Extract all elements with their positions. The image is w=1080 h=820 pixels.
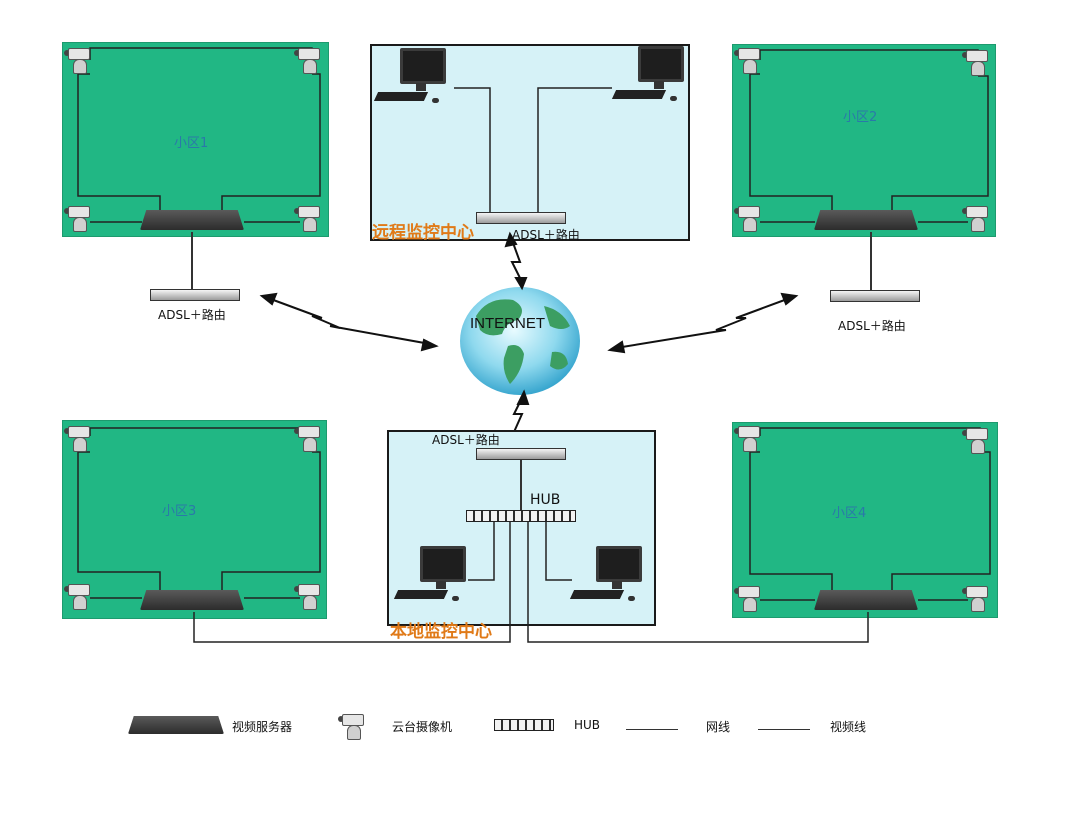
video-server-icon [814,590,918,610]
ptz-camera-icon [294,46,324,74]
ptz-camera-icon [962,584,992,612]
ptz-camera-icon [962,426,992,454]
ptz-camera-icon [294,204,324,232]
legend-video-server-label: 视频服务器 [232,720,293,734]
legend-hub-icon [494,719,554,731]
ptz-camera-icon [962,48,992,76]
cable [870,232,872,290]
legend-network-cable-label: 网线 [706,720,731,734]
local-center-router-label: ADSL＋路由 [432,433,500,447]
ptz-camera-icon [734,584,764,612]
computer-icon [373,48,446,108]
legend-video-server-icon [128,716,224,734]
video-server-icon [814,210,918,230]
zone-1-label: 小区1 [174,136,209,151]
ptz-camera-icon [734,204,764,232]
adsl-router-icon [830,290,920,302]
ptz-camera-icon [64,204,94,232]
legend-ptz-camera-icon [338,712,368,740]
video-server-icon [140,210,244,230]
zone-2-area [732,44,996,237]
remote-center-title: 远程监控中心 [372,223,474,243]
adsl-router-icon [476,212,566,224]
right-router-label: ADSL＋路由 [838,319,906,333]
remote-center-router-label: ADSL＋路由 [512,228,580,242]
zone-4-area [732,422,998,618]
internet-globe-icon [460,287,580,395]
cable [191,232,193,290]
ptz-camera-icon [294,582,324,610]
ptz-camera-icon [294,424,324,452]
computer-icon [569,546,642,606]
legend-hub-label: HUB [574,718,601,732]
ptz-camera-icon [64,46,94,74]
left-router-label: ADSL＋路由 [158,308,226,322]
zone-1-area [62,42,329,237]
zone-2-label: 小区2 [843,110,878,125]
internet-label: INTERNET [470,315,545,332]
legend-video-cable-line [758,729,810,730]
ptz-camera-icon [734,46,764,74]
cable [520,459,522,511]
computer-icon [393,546,466,606]
legend-video-cable-label: 视频线 [830,720,867,734]
ptz-camera-icon [962,204,992,232]
legend-network-cable-line [626,729,678,730]
local-center-title: 本地监控中心 [390,622,492,642]
computer-icon [611,46,684,106]
hub-icon [466,510,576,522]
adsl-router-icon [150,289,240,301]
ptz-camera-icon [64,582,94,610]
hub-label: HUB [530,492,561,508]
ptz-camera-icon [64,424,94,452]
legend-ptz-camera-label: 云台摄像机 [392,720,453,734]
ptz-camera-icon [734,424,764,452]
zone-3-label: 小区3 [162,504,197,519]
video-server-icon [140,590,244,610]
zone-4-label: 小区4 [832,506,867,521]
